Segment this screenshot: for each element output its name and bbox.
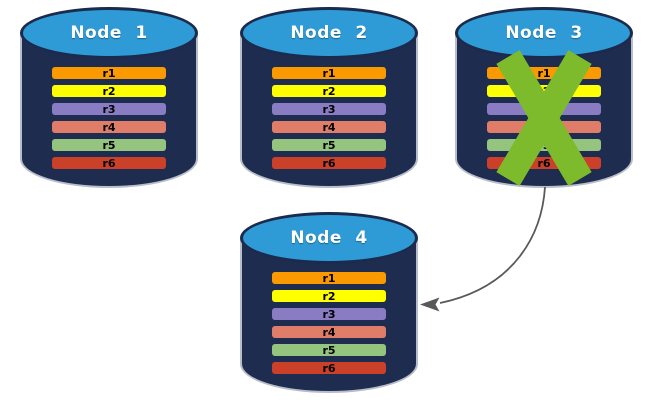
replica-row: r2 [52, 85, 166, 97]
node-1: Node 1 r1 r2 r3 r4 r5 r6 [20, 7, 198, 188]
node-2: Node 2 r1 r2 r3 r4 r5 r6 [240, 7, 418, 188]
replica-row: r4 [272, 326, 386, 338]
replica-rows: r1 r2 r3 r4 r5 r6 [272, 272, 386, 374]
replica-row: r6 [52, 157, 166, 169]
arrowhead-icon [420, 297, 440, 312]
cylinder-top: Node 2 [240, 7, 418, 59]
replica-row: r5 [272, 139, 386, 151]
replica-row: r5 [272, 344, 386, 356]
node-4: Node 4 r1 r2 r3 r4 r5 r6 [240, 212, 418, 393]
replica-row: r2 [272, 85, 386, 97]
replica-row: r6 [487, 157, 601, 169]
cylinder-top: Node 4 [240, 212, 418, 264]
replica-row: r2 [487, 85, 601, 97]
cylinder-top: Node 3 [455, 7, 633, 59]
replica-row: r3 [272, 308, 386, 320]
replica-row: r1 [52, 67, 166, 79]
replica-rows: r1 r2 r3 r4 r5 r6 [272, 67, 386, 169]
node-label: Node 2 [290, 23, 368, 43]
replica-rows: r1 r2 r3 r4 r5 r6 [487, 67, 601, 169]
replica-row: r5 [52, 139, 166, 151]
replica-row: r6 [272, 362, 386, 374]
replica-row: r4 [272, 121, 386, 133]
node-label: Node 3 [505, 23, 583, 43]
replica-row: r4 [52, 121, 166, 133]
replica-row: r3 [52, 103, 166, 115]
arrow-curve [439, 186, 546, 304]
replica-row: r6 [272, 157, 386, 169]
replica-row: r2 [272, 290, 386, 302]
replica-row: r3 [272, 103, 386, 115]
replica-rows: r1 r2 r3 r4 r5 r6 [52, 67, 166, 169]
replica-row: r1 [272, 67, 386, 79]
cylinder-top: Node 1 [20, 7, 198, 59]
node-3: Node 3 r1 r2 r3 r4 r5 r6 [455, 7, 633, 188]
replica-row: r3 [487, 103, 601, 115]
replica-row: r1 [487, 67, 601, 79]
replica-row: r4 [487, 121, 601, 133]
failover-arrow [420, 186, 546, 312]
node-label: Node 1 [70, 23, 148, 43]
replica-row: r1 [272, 272, 386, 284]
node-label: Node 4 [290, 228, 368, 248]
replica-row: r5 [487, 139, 601, 151]
